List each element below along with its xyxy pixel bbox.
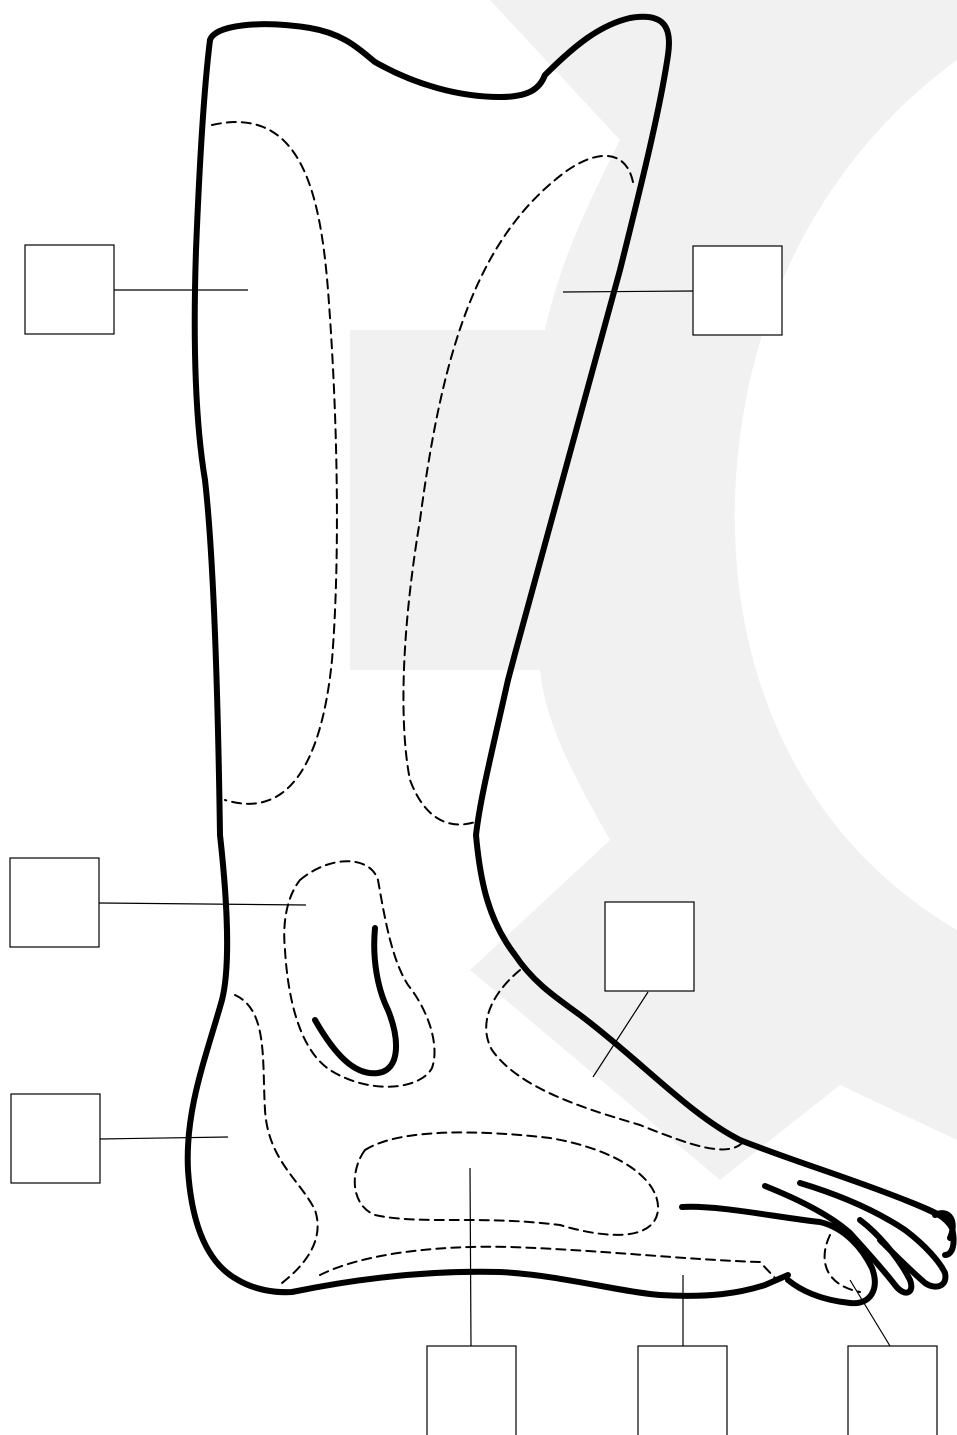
leader-heel (100, 1137, 228, 1139)
toe-4-outline (905, 1200, 954, 1255)
leader-ankle-inner (99, 903, 306, 905)
label-box-shin-left[interactable] (25, 245, 114, 334)
label-box-sole-arch[interactable] (427, 1346, 516, 1435)
label-box-toes[interactable] (848, 1346, 937, 1435)
background-watermark (350, 0, 957, 1180)
ankle-inner-region (284, 861, 434, 1086)
label-box-instep[interactable] (605, 902, 694, 991)
label-box-sole-forefoot[interactable] (638, 1346, 727, 1435)
toe-outline (682, 1207, 875, 1303)
malleolus-curve (315, 928, 396, 1073)
leader-sole-arch (470, 1168, 471, 1346)
label-box-shin-right[interactable] (693, 246, 782, 335)
shin-medial-region (212, 122, 337, 804)
arch-region (355, 1132, 658, 1234)
label-box-heel[interactable] (11, 1094, 100, 1183)
sole-region (320, 1247, 775, 1278)
label-box-ankle-inner[interactable] (10, 858, 99, 947)
leader-toes (850, 1280, 890, 1346)
